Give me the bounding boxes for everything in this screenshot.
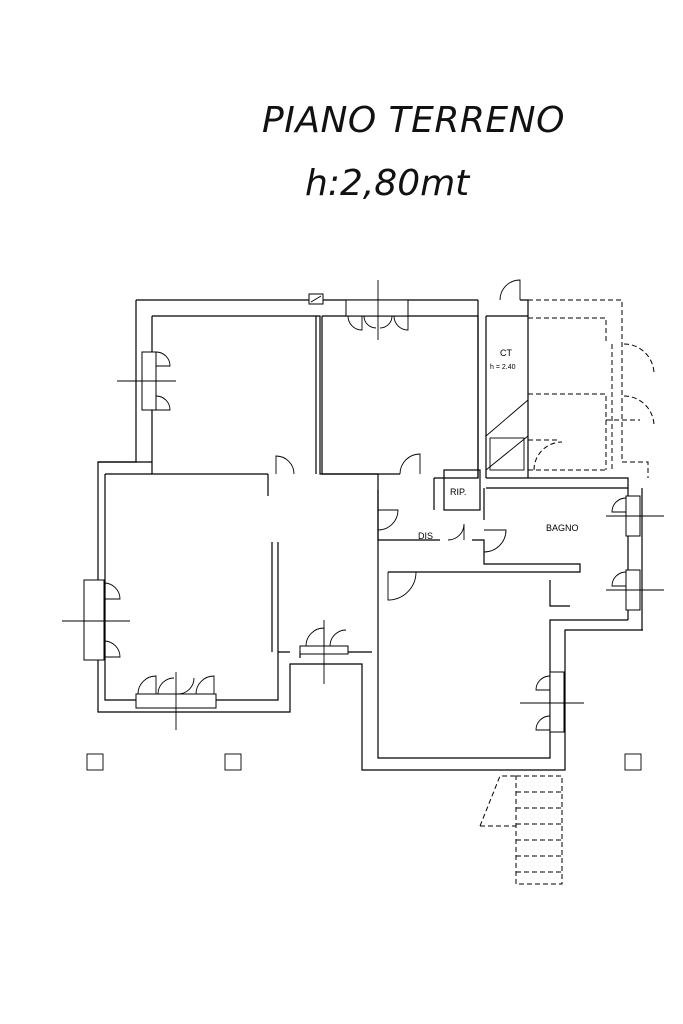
ct-stair <box>485 399 529 471</box>
ceiling-height-label: h:2,80mt <box>305 163 470 204</box>
outdoor-dashed-outline <box>528 299 649 478</box>
plan-title: PIANO TERRENO <box>262 100 565 141</box>
room-label-rip: RIP. <box>450 487 466 497</box>
outdoor-stairs <box>479 775 563 885</box>
pillars <box>86 753 642 771</box>
room-label-dis: DIS <box>418 531 433 541</box>
interior-walls <box>267 299 643 652</box>
outer-walls <box>97 299 643 771</box>
windows <box>62 280 664 733</box>
doors <box>275 279 655 601</box>
room-label-bagno: BAGNO <box>546 523 579 533</box>
room-label-ct: CT <box>500 348 512 358</box>
room-label-ct-height: h = 2.40 <box>490 364 516 371</box>
